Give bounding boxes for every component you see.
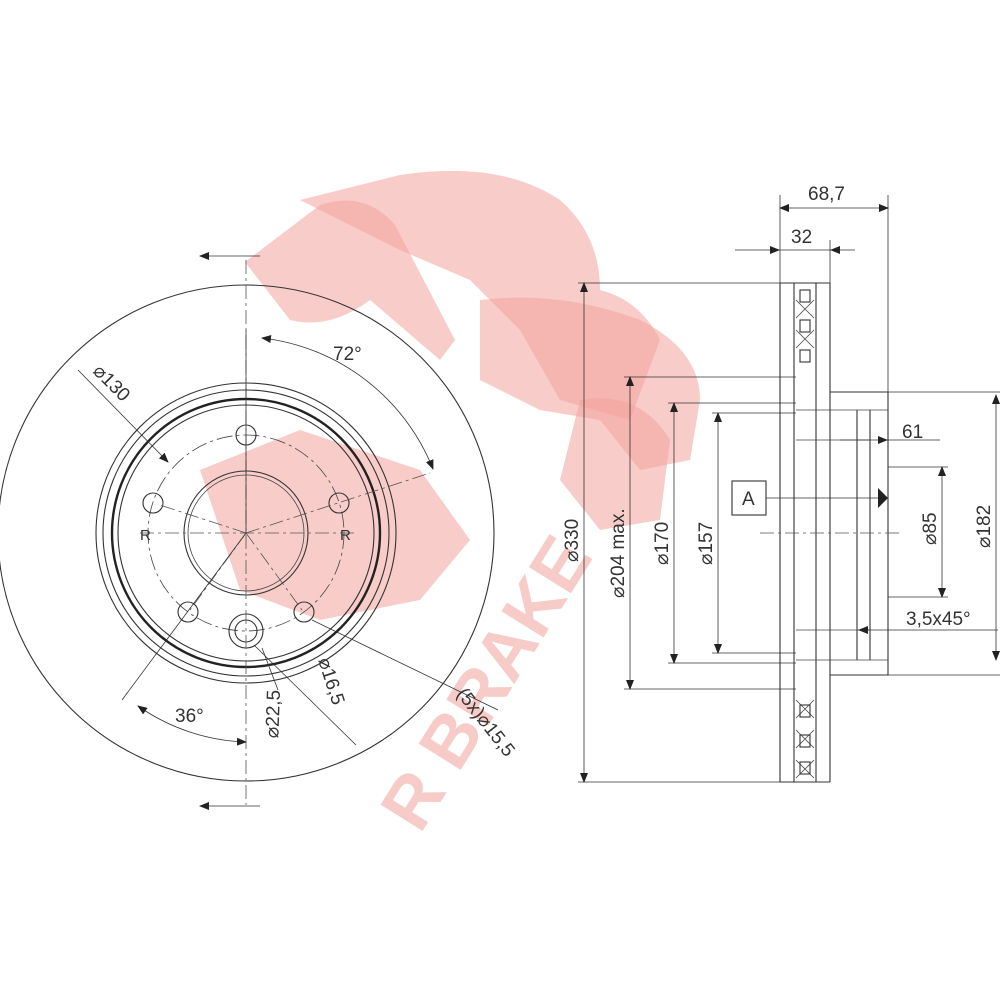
angle-72-arc <box>261 335 434 470</box>
dim-61-label: 61 <box>902 422 923 443</box>
radial-centerline <box>189 532 247 611</box>
angle-36-label: 36° <box>175 706 204 727</box>
angle-36-arc <box>137 705 247 746</box>
diameter-symbol: ⌀ <box>696 554 717 565</box>
arrow <box>858 626 868 634</box>
bolt-hole <box>328 492 350 514</box>
diameter-symbol: ⌀ <box>920 534 941 545</box>
chamfer-label: 3,5x45° <box>906 609 971 630</box>
bolt-hole <box>142 492 164 514</box>
radial-centerline <box>159 504 247 534</box>
diameter-symbol: ⌀ <box>562 551 583 562</box>
datum-label: A <box>742 489 755 510</box>
hole-22-5-leader <box>261 647 279 691</box>
angle-72-label: 72° <box>333 344 362 365</box>
side-view: A 68,7 32 ⌀330 ⌀204 max. ⌀170 <box>562 184 1000 783</box>
diameter-symbol: ⌀ <box>974 537 995 548</box>
vent-section-hatching <box>795 289 815 779</box>
dim-170-label: ⌀170 <box>652 522 673 565</box>
dim-204-label: ⌀204 max. <box>608 508 629 598</box>
dim-182-value: 182 <box>974 505 995 537</box>
radial-centerline <box>245 532 303 611</box>
diameter-symbol: ⌀ <box>652 554 673 565</box>
mark-right: R <box>340 527 351 544</box>
dim-68-7-label: 68,7 <box>808 184 845 205</box>
hat-profile <box>830 391 889 676</box>
mark-left: R <box>140 527 151 544</box>
bolt-circle-leader <box>77 369 169 463</box>
hole-16-5-leader <box>253 644 357 746</box>
dim-182-label: ⌀182 <box>974 505 995 548</box>
diameter-symbol: ⌀ <box>608 587 629 598</box>
angle-leg <box>121 532 247 701</box>
arrow <box>770 246 780 254</box>
diameter-symbol: ⌀ <box>262 726 283 738</box>
dim-32-label: 32 <box>791 227 812 248</box>
dim-204-value: 204 max. <box>608 508 629 586</box>
bolt-circle-label: ⌀130 <box>88 361 133 406</box>
radial-centerline <box>245 472 431 534</box>
bolt-hole <box>293 601 315 623</box>
arrow <box>878 436 888 444</box>
hole-22-5-label: ⌀22,5 <box>262 689 285 738</box>
dim-157-label: ⌀157 <box>696 522 717 565</box>
dim-85-value: 85 <box>920 512 941 533</box>
dim-170-value: 170 <box>652 522 673 554</box>
bolt-hole <box>177 601 199 623</box>
dim-330-value: 330 <box>562 519 583 551</box>
dim-157-value: 157 <box>696 522 717 554</box>
hole-16-5-label: ⌀16,5 <box>313 655 348 708</box>
hole-15-5-leader <box>311 619 499 711</box>
datum-triangle <box>878 488 888 508</box>
dim-330-label: ⌀330 <box>562 519 583 562</box>
arrow <box>830 246 840 254</box>
dim-85-label: ⌀85 <box>920 512 941 545</box>
watermark-logo: R BRAKE <box>200 170 700 843</box>
hole-22-5-value: 22,5 <box>263 689 285 727</box>
hole-16-5-value: 16,5 <box>317 666 348 708</box>
